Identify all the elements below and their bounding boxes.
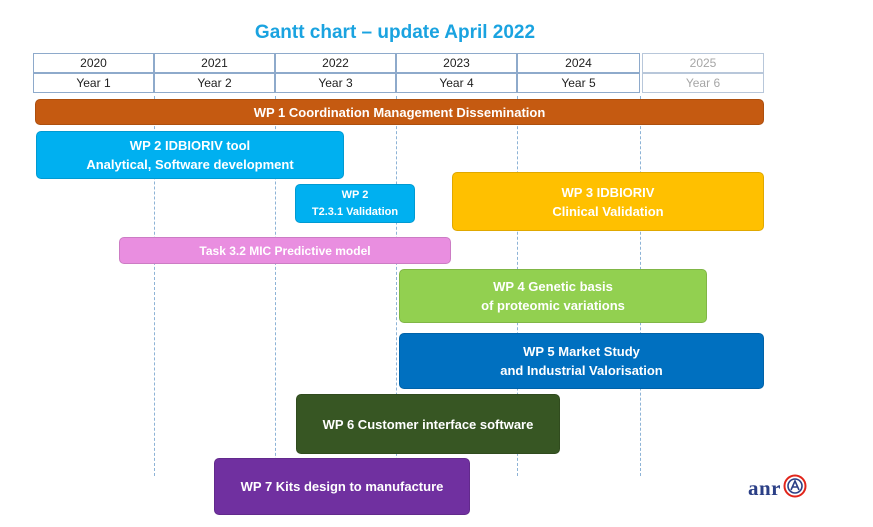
gantt-bar-6: WP 4 Genetic basis of proteomic variatio…: [399, 269, 707, 323]
gantt-bar-8: WP 6 Customer interface software: [296, 394, 560, 454]
gantt-bar-9: WP 7 Kits design to manufacture: [214, 458, 470, 515]
anr-logo-icon: [783, 474, 807, 503]
year-cell-2022: 2022: [275, 53, 396, 73]
gantt-bar-7: WP 5 Market Study and Industrial Valoris…: [399, 333, 764, 389]
year-cell-2023: 2023: [396, 53, 517, 73]
year-cell-2025: 2025: [642, 53, 764, 73]
year-label-cell-1: Year 1: [33, 73, 154, 93]
year-cell-2024: 2024: [517, 53, 640, 73]
gantt-bar-4: WP 3 IDBIORIV Clinical Validation: [452, 172, 764, 231]
year-label-cell-5: Year 5: [517, 73, 640, 93]
year-label-cell-3: Year 3: [275, 73, 396, 93]
gantt-bar-2: WP 2 IDBIORIV tool Analytical, Software …: [36, 131, 344, 179]
year-label-cell-4: Year 4: [396, 73, 517, 93]
gantt-bar-5: Task 3.2 MIC Predictive model: [119, 237, 451, 264]
year-cell-2021: 2021: [154, 53, 275, 73]
year-label-cell-2: Year 2: [154, 73, 275, 93]
gantt-bar-3: WP 2 T2.3.1 Validation: [295, 184, 415, 223]
gantt-bar-1: WP 1 Coordination Management Disseminati…: [35, 99, 764, 125]
year-cell-2020: 2020: [33, 53, 154, 73]
year-divider: [396, 96, 397, 476]
chart-title: Gantt chart – update April 2022: [254, 22, 536, 43]
anr-logo: anr: [748, 474, 828, 502]
year-divider: [154, 96, 155, 476]
year-label-cell-6: Year 6: [642, 73, 764, 93]
logo-text: anr: [748, 475, 781, 500]
year-divider: [275, 96, 276, 476]
